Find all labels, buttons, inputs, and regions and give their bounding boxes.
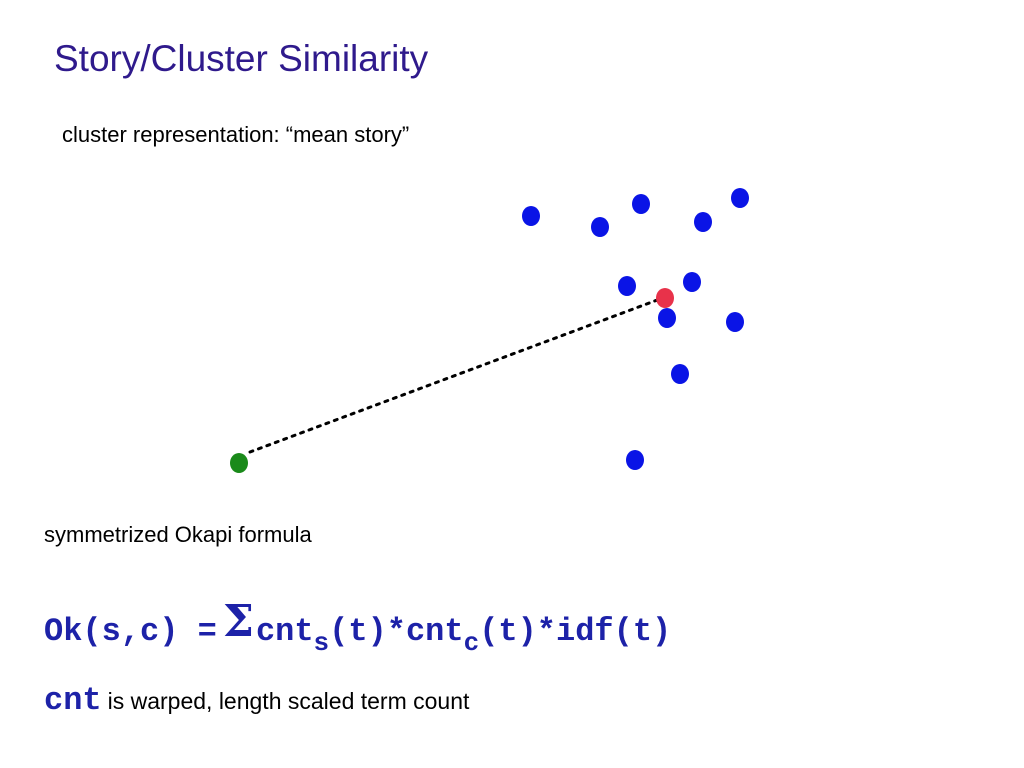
formula-subscript-s: s: [313, 628, 330, 658]
okapi-heading: symmetrized Okapi formula: [44, 522, 312, 547]
story-point: [683, 272, 701, 292]
cnt-description: is warped, length scaled term count: [107, 688, 470, 714]
story-point: [626, 450, 644, 470]
slide-title: Story/Cluster Similarity: [54, 38, 429, 79]
sigma-symbol: Σ: [222, 596, 254, 647]
story-point: [694, 212, 712, 232]
formula-term-idf: (t)*idf(t): [479, 613, 672, 650]
okapi-formula: Ok(s,c) =Σcnts(t)*cntc(t)*idf(t): [44, 596, 671, 658]
story-point: [618, 276, 636, 296]
formula-term-cnt-c: (t)*cnt: [329, 613, 464, 650]
story-point: [632, 194, 650, 214]
story-point: [591, 217, 609, 237]
new-story-point: [230, 453, 248, 473]
story-point: [731, 188, 749, 208]
formula-term-cnt-s: cnt: [255, 613, 314, 650]
cluster-story-points: [522, 188, 749, 470]
cluster-representation-caption: cluster representation: “mean story”: [62, 122, 410, 147]
story-point: [671, 364, 689, 384]
formula-subscript-c: c: [463, 628, 480, 658]
story-to-mean-connector: [248, 297, 662, 454]
story-point: [658, 308, 676, 328]
formula-lhs: Ok(s,c) =: [44, 613, 217, 650]
story-point: [522, 206, 540, 226]
cluster-mean-point: [656, 288, 674, 308]
story-point: [726, 312, 744, 332]
cnt-term: cnt: [44, 682, 102, 719]
